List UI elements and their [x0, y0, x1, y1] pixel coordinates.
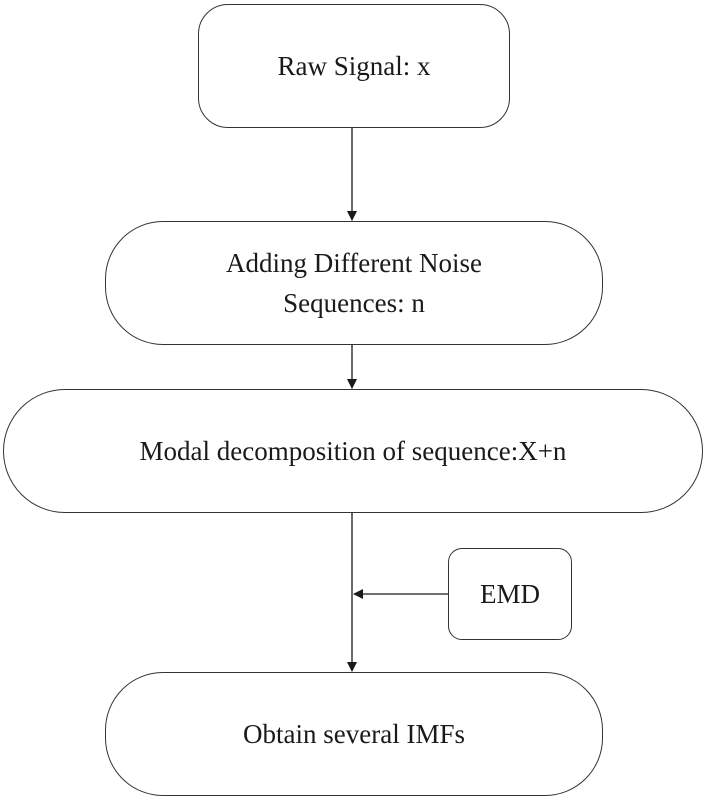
node-adding-noise: Adding Different Noise Sequences: n	[105, 221, 603, 345]
node-raw-signal-label: Raw Signal: x	[277, 51, 431, 81]
node-raw-signal: Raw Signal: x	[198, 4, 510, 128]
node-adding-noise-label-line-2: Sequences: n	[283, 288, 425, 318]
node-obtain-imfs-label: Obtain several IMFs	[243, 719, 465, 749]
node-emd: EMD	[448, 548, 572, 640]
node-obtain-imfs: Obtain several IMFs	[105, 672, 603, 796]
node-modal-decomposition: Modal decomposition of sequence:X+n	[3, 389, 703, 513]
node-adding-noise-label-line-1: Adding Different Noise	[226, 248, 482, 278]
node-emd-label: EMD	[480, 579, 540, 609]
node-modal-decomposition-label: Modal decomposition of sequence:X+n	[139, 436, 567, 466]
